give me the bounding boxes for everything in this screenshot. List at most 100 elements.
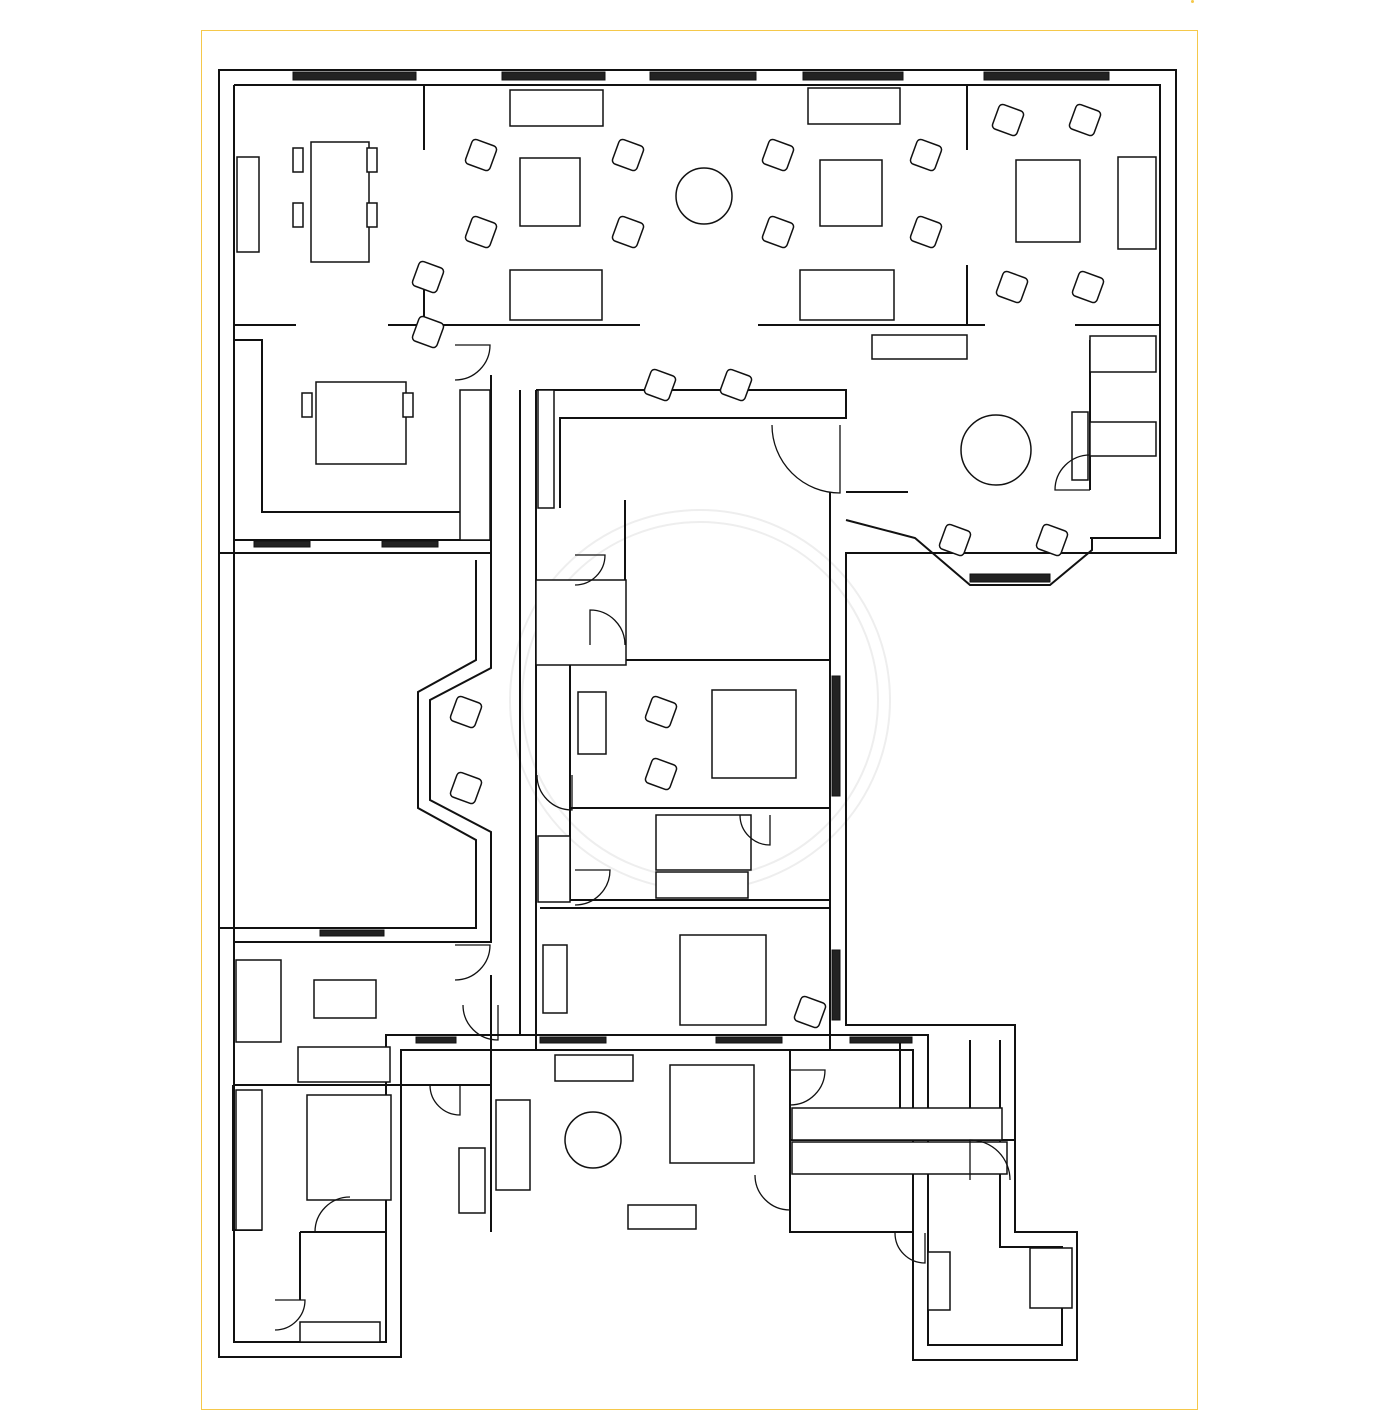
chair	[366, 202, 378, 228]
dining-table	[310, 141, 370, 263]
door-swing	[454, 344, 491, 381]
door-swing	[462, 1004, 499, 1041]
armchair	[411, 315, 445, 349]
desk	[458, 1147, 486, 1214]
window	[649, 71, 757, 81]
armchair	[1068, 103, 1102, 137]
sofa	[807, 87, 901, 125]
armchair	[1071, 270, 1105, 304]
armchair	[909, 215, 943, 249]
window	[983, 71, 1110, 81]
coffee-table	[519, 157, 581, 227]
wardrobe	[235, 1089, 263, 1231]
vanity	[299, 1321, 381, 1343]
bed	[306, 1094, 392, 1201]
window	[715, 1036, 783, 1044]
door-swing	[314, 1196, 351, 1233]
sofa	[495, 1099, 531, 1191]
bed	[669, 1064, 755, 1164]
wardrobe	[535, 579, 627, 666]
sofa	[1117, 156, 1157, 250]
coffee-table	[819, 159, 883, 227]
wardrobe	[1089, 335, 1157, 373]
wardrobe	[537, 835, 571, 903]
armchair	[411, 260, 445, 294]
armchair	[611, 215, 645, 249]
vanity	[1029, 1247, 1073, 1309]
window	[969, 573, 1051, 583]
armchair	[793, 995, 827, 1029]
door-swing	[536, 774, 573, 811]
wardrobe	[459, 389, 491, 541]
window	[831, 949, 841, 1021]
window	[539, 1036, 607, 1044]
vanity	[655, 814, 752, 871]
sofa	[235, 959, 282, 1043]
door-swing	[274, 1299, 306, 1331]
wardrobe	[791, 1141, 1008, 1175]
armchair	[464, 215, 498, 249]
table	[315, 381, 407, 465]
armchair	[761, 215, 795, 249]
sofa	[509, 269, 603, 321]
bed	[679, 934, 767, 1026]
armchair	[1035, 523, 1069, 557]
cabinet	[1071, 411, 1089, 481]
cabinet	[236, 156, 260, 253]
wardrobe	[1089, 421, 1157, 457]
walls	[218, 69, 1177, 1361]
door-swing	[969, 1139, 1011, 1181]
window	[849, 1036, 913, 1044]
doors	[274, 344, 1091, 1331]
furniture	[235, 87, 1157, 1343]
armchair	[938, 523, 972, 557]
chair	[402, 392, 414, 418]
window	[319, 929, 385, 937]
bed	[711, 689, 797, 779]
chair	[292, 202, 304, 228]
frame-corner-mark	[1191, 0, 1194, 3]
chair	[292, 147, 304, 173]
door-swing	[1054, 454, 1091, 491]
window	[253, 540, 311, 548]
bathtub	[655, 871, 749, 899]
window	[415, 1036, 457, 1044]
sofa	[509, 89, 604, 127]
window	[802, 71, 904, 81]
armchair	[611, 138, 645, 172]
door-swing	[589, 609, 626, 646]
door-swing	[771, 424, 841, 494]
armchair	[909, 138, 943, 172]
coffee-table	[313, 979, 377, 1019]
armchair	[449, 771, 483, 805]
window	[501, 71, 606, 81]
armchair	[644, 695, 678, 729]
door-swing	[789, 1069, 826, 1106]
desk	[542, 944, 568, 1014]
window	[292, 71, 417, 81]
desk	[627, 1204, 697, 1230]
chair	[366, 147, 378, 173]
armchair	[644, 757, 678, 791]
door-swing	[894, 1232, 926, 1264]
window	[381, 540, 439, 548]
wardrobe	[537, 389, 555, 509]
chair	[301, 392, 313, 418]
door-swing	[754, 1174, 791, 1211]
armchair	[464, 138, 498, 172]
sofa	[297, 1046, 391, 1083]
window	[831, 675, 841, 797]
coffee-table	[1015, 159, 1081, 243]
armchair	[449, 695, 483, 729]
armchair	[643, 368, 677, 402]
round-table	[564, 1111, 622, 1169]
windows	[253, 71, 1110, 1044]
round-table	[960, 414, 1032, 486]
door-swing	[574, 869, 611, 906]
round-table	[675, 167, 733, 225]
wardrobe	[791, 1107, 1003, 1141]
armchair	[761, 138, 795, 172]
door-swing	[454, 944, 491, 981]
door-swing	[739, 814, 771, 846]
